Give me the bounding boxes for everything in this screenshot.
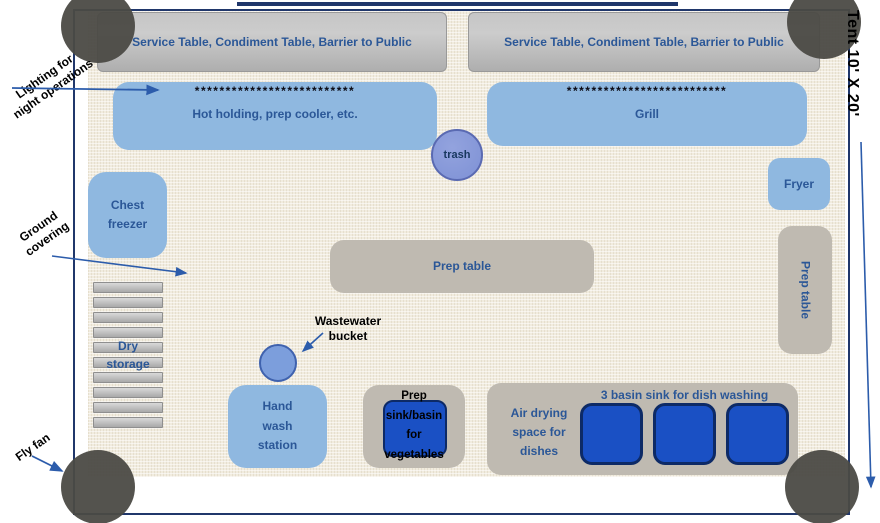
grill-label: Grill: [634, 107, 659, 121]
hot-holding-zone: ************************** Hot holding, …: [113, 82, 437, 150]
tent-size-label: Tent 10' X 20': [844, 10, 861, 117]
dry-storage-shelf: [93, 417, 163, 428]
fryer-label: Fryer: [783, 176, 815, 191]
dry-storage-shelf: [93, 312, 163, 323]
dry-storage-label-1: Dry: [117, 339, 138, 353]
dry-storage-shelf: [93, 387, 163, 398]
prep-table-center: Prep table: [330, 240, 594, 293]
three-basin-sink-label: 3 basin sink for dish washing: [600, 388, 769, 402]
tent-pole-bottom-right: [785, 450, 859, 523]
prep-table-center-label: Prep table: [432, 259, 492, 274]
trash-label: trash: [443, 149, 471, 161]
wastewater-bucket: [259, 344, 297, 382]
grill-zone: ************************** Grill: [487, 82, 807, 146]
basin-row: [580, 403, 792, 465]
service-table-right-label: Service Table, Condiment Table, Barrier …: [504, 34, 784, 49]
dry-storage-shelf: [93, 297, 163, 308]
tent-boundary: [73, 9, 850, 515]
tent-pole-top-right: [787, 0, 861, 59]
trash-can: trash: [431, 129, 483, 181]
lighting-asterisks-right: **************************: [566, 84, 728, 98]
dish-washing-area: 3 basin sink for dish washing Air drying…: [487, 383, 798, 475]
service-table-left-label: Service Table, Condiment Table, Barrier …: [132, 34, 412, 49]
fly-fan-arrow: [31, 455, 64, 472]
service-table-left: Service Table, Condiment Table, Barrier …: [97, 12, 447, 72]
tent-dimension-arrow: [860, 141, 876, 489]
dry-storage-shelf: [93, 357, 163, 368]
dry-storage-shelf: [93, 372, 163, 383]
lighting-asterisks-left: **************************: [194, 84, 356, 98]
tent-top-edge: [237, 2, 678, 6]
tent-pole-bottom-left: [61, 450, 135, 523]
hot-holding-label: Hot holding, prep cooler, etc.: [192, 107, 358, 121]
sink-basin: [653, 403, 716, 465]
tent-pole-top-left: [61, 0, 135, 63]
dry-storage-stack: [93, 282, 163, 432]
prep-table-right: Prep table: [778, 226, 832, 354]
prep-sink-basin: [383, 400, 447, 457]
dry-storage-shelf: [93, 282, 163, 293]
sink-basin: [726, 403, 789, 465]
dry-storage-label-2: storage: [106, 357, 150, 371]
fryer: Fryer: [768, 158, 830, 210]
dry-storage-shelf: [93, 327, 163, 338]
dry-storage-shelf: [93, 342, 163, 353]
dry-storage-shelf: [93, 402, 163, 413]
prep-table-right-label: Prep table: [798, 260, 813, 320]
sink-basin: [580, 403, 643, 465]
fly-fan-annotation: Fly fan: [12, 430, 53, 464]
service-table-right: Service Table, Condiment Table, Barrier …: [468, 12, 820, 72]
